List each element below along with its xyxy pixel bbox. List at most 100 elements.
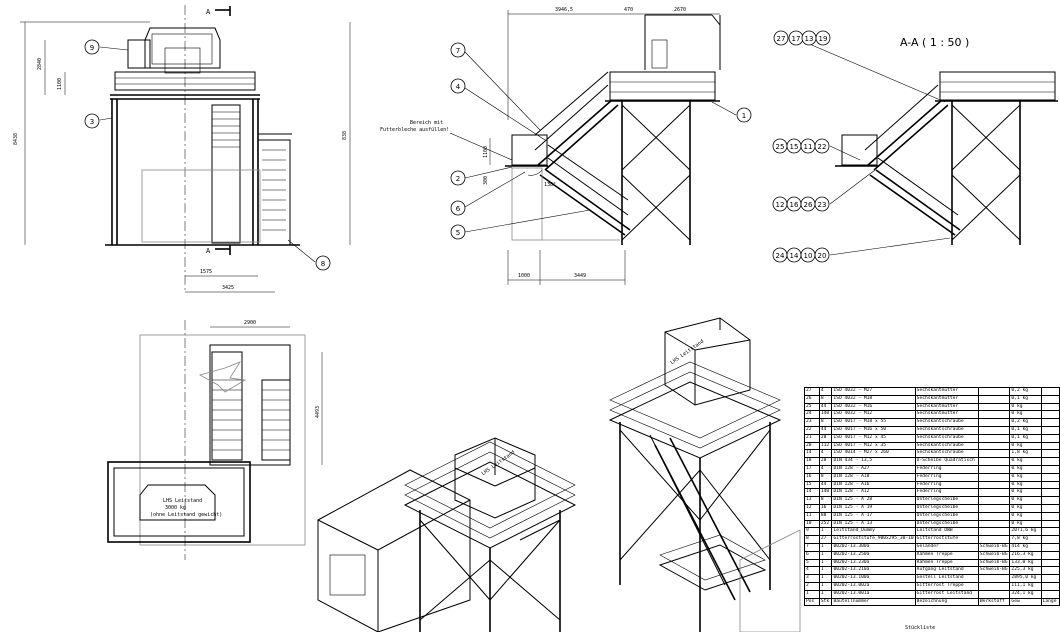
bom-cell: 17 (804, 464, 820, 474)
bom-cell: 0 kg (1009, 441, 1042, 451)
bom-cell (977, 496, 1011, 505)
front-stair-lower (262, 149, 286, 231)
callout-20: 20 (818, 252, 827, 260)
bom-cell: ISO 4017 - M18 x 55 (831, 418, 916, 427)
bom-cell: 18 (804, 457, 820, 466)
bom-cell: 1,8 kg (1009, 449, 1042, 459)
callout-16: 16 (790, 201, 799, 209)
bom-cell: 2 (804, 581, 820, 591)
section-mark-bottom: A (206, 247, 211, 255)
bom-cell: 0,2 kg (1009, 387, 1042, 396)
callout-9: 9 (90, 44, 94, 52)
callout-26: 26 (804, 201, 813, 209)
bom-cell: Sechskantmutter (914, 387, 979, 396)
bom-cell: ISO 4017 - M12 x 45 (831, 433, 916, 443)
callout-27: 27 (777, 35, 786, 43)
bom-cell: ISO 4032 - M27 (831, 387, 916, 396)
bom-cell (977, 441, 1011, 451)
plan-box-line-3: (ohne Leitstand gewicht) (150, 512, 222, 518)
bom-cell (1040, 558, 1060, 568)
bom-cell: Rahmen Treppe (914, 558, 979, 568)
bom-cell (977, 581, 1011, 591)
callout-8: 8 (321, 260, 325, 268)
bom-cell: 27 (804, 387, 820, 396)
side-view: 138° Bereich mit Futterbleche ausfüllen!… (380, 7, 752, 285)
bom-cell: Pos (804, 597, 820, 607)
callout-15: 15 (790, 143, 799, 151)
bom-cell: DIN 128 - A12 (831, 488, 916, 498)
bom-cell: 0 kg (1009, 480, 1042, 490)
bom-cell (977, 535, 1011, 544)
bom-cell: Sechskantmutter (914, 410, 979, 420)
bom-cell: 1 (818, 581, 833, 591)
bom-cell (1040, 581, 1060, 591)
section-mark-top: A (206, 8, 211, 16)
plan-view: LHS Leitstand 3000 kg (ohne Leitstand ge… (107, 320, 323, 560)
bom-cell: DIN 125 - A 17 (831, 511, 916, 521)
bom-cell: Sechskantschraube (914, 418, 979, 427)
bom-cell (977, 472, 1011, 482)
bom-cell: Stk (818, 597, 833, 607)
bom-cell: 1 (818, 566, 833, 576)
bom-cell: 0 kg (1009, 472, 1042, 482)
front-stair-treads (212, 111, 240, 148)
bom-cell: 1 (818, 527, 833, 537)
bom-cell: 1 (818, 574, 833, 583)
bom-cell: 216,3 kg (1009, 550, 1042, 560)
bom-cell: 4 (818, 464, 833, 474)
dim-side-top-1: 3946,5 (555, 7, 573, 13)
bom-cell: 0,1 kg (1009, 394, 1042, 404)
bom-cell: 0 kg (1009, 511, 1042, 521)
bom-cell: 2071,6 kg (1009, 527, 1042, 537)
callout-25: 25 (776, 143, 785, 151)
bom-cell (977, 464, 1011, 474)
bom-cell: Gitterroststufe (914, 535, 979, 544)
bom-cell: Unterlegscheibe (914, 511, 979, 521)
callout-17: 17 (792, 35, 801, 43)
callout-13: 13 (805, 35, 814, 43)
bom-cell: 4 (818, 449, 833, 459)
callout-11: 11 (804, 143, 813, 151)
bom-cell: 140 (818, 488, 833, 498)
iso-view-right: LHS Leitstand (608, 317, 801, 632)
bom-cell: DIN 128 - A18 (831, 472, 916, 482)
dim-side-rail-2: 300 (483, 176, 489, 185)
bom-cell: Leitstand_Dummy (831, 527, 916, 537)
bom-cell: 8 (818, 472, 833, 482)
bom-cell (1040, 410, 1060, 420)
bom-cell: 11 (804, 511, 820, 521)
dim-side-rail-1: 1100 (483, 146, 489, 158)
bom-cell: Sechskantschraube (914, 441, 979, 451)
bom-cell: Gitterrost Leitstand (914, 589, 979, 599)
bom-cell: Gitterrost Treppe (914, 581, 979, 591)
bom-cell (1040, 527, 1060, 537)
bom-cell: 140 (818, 410, 833, 420)
bom-cell (977, 449, 1011, 459)
bom-cell: 44 (818, 425, 833, 435)
bom-cell: 0 kg (1009, 457, 1042, 466)
bom-cell (1040, 449, 1060, 459)
bom-cell: 414 kg (1009, 542, 1042, 552)
bom-cell: 1 (818, 558, 833, 568)
bom-cell: 0,1 kg (1009, 425, 1042, 435)
bom-cell: 44 (818, 402, 833, 412)
bom-cell (1040, 574, 1060, 583)
bom-caption: Stückliste (905, 625, 936, 631)
bom-cell: ISO 4017 - M16 x 50 (831, 425, 916, 435)
bom-cell (1040, 542, 1060, 552)
bom-cell: Bezeichnung (914, 597, 979, 607)
front-view: A A 8438 2840 1100 838 1575 3425 9 3 8 (13, 5, 351, 293)
bom-cell (1040, 480, 1060, 490)
